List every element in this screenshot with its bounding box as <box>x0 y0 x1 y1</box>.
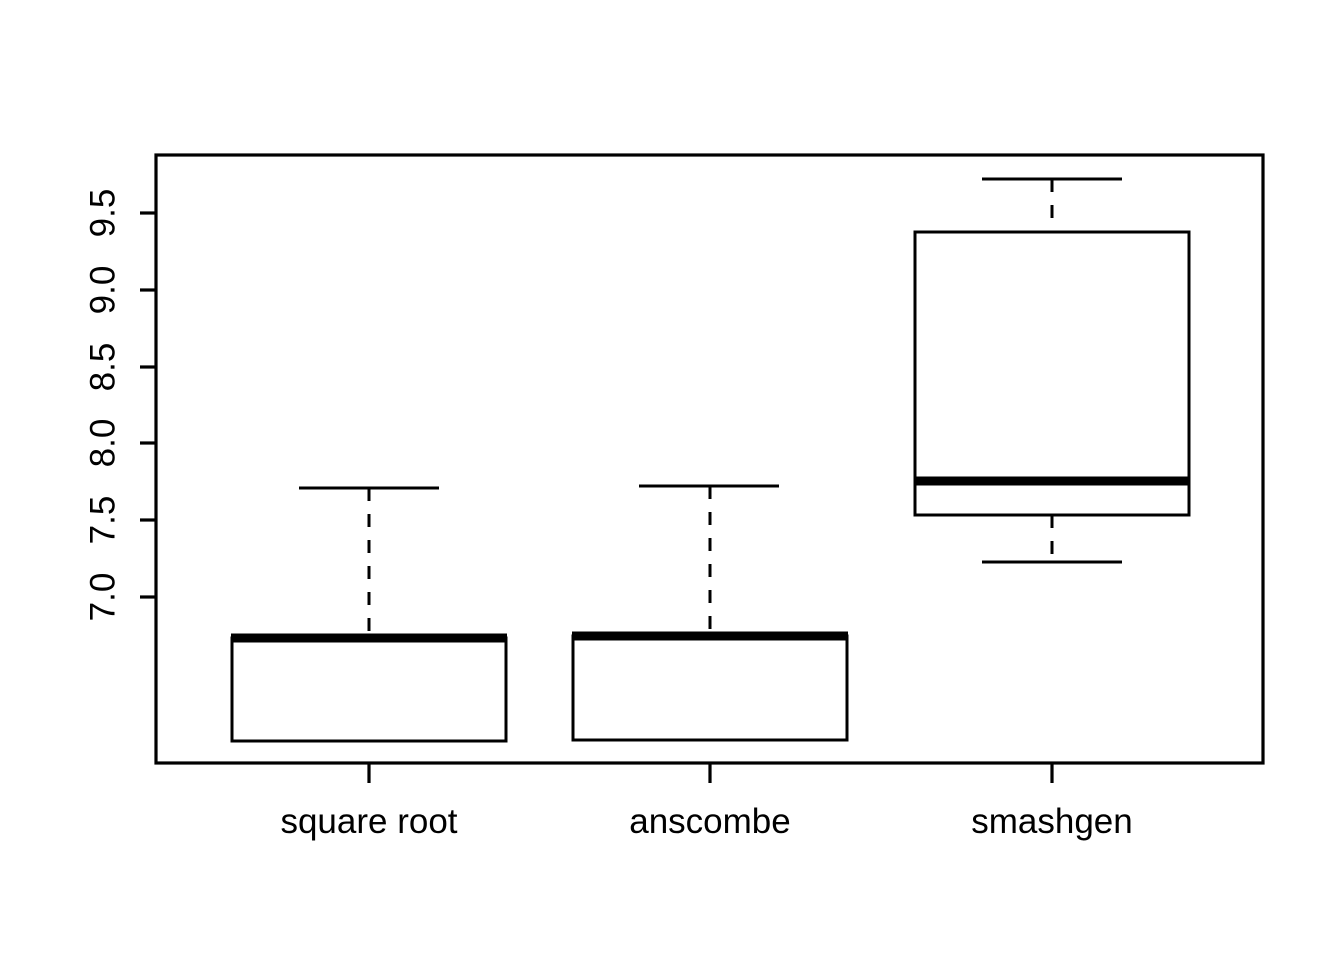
box-smashgen <box>913 230 1191 517</box>
x-tick-label-square-root: square root <box>280 802 457 841</box>
x-tick-label-smashgen: smashgen <box>971 802 1132 841</box>
y-tick-label-8-5: 8.5 <box>84 343 123 392</box>
y-tick-label-7-5: 7.5 <box>84 496 123 545</box>
y-tick-label-7-0: 7.0 <box>84 573 123 622</box>
x-axis-tick-labels: square root anscombe smashgen <box>280 802 1132 841</box>
box-anscombe <box>571 634 849 742</box>
box-group-anscombe <box>571 484 849 742</box>
box-square-root <box>230 636 508 743</box>
y-axis-ticks <box>140 211 156 599</box>
box-group-square-root <box>230 486 508 743</box>
x-tick-label-anscombe: anscombe <box>629 802 790 841</box>
y-tick-label-8-0: 8.0 <box>84 419 123 468</box>
x-axis-ticks <box>367 763 1054 783</box>
y-tick-label-9-0: 9.0 <box>84 266 123 315</box>
y-axis-tick-labels: 9.5 9.0 8.5 8.0 7.5 7.0 <box>84 189 123 622</box>
y-tick-label-9-5: 9.5 <box>84 189 123 238</box>
box-group-smashgen <box>913 177 1191 564</box>
